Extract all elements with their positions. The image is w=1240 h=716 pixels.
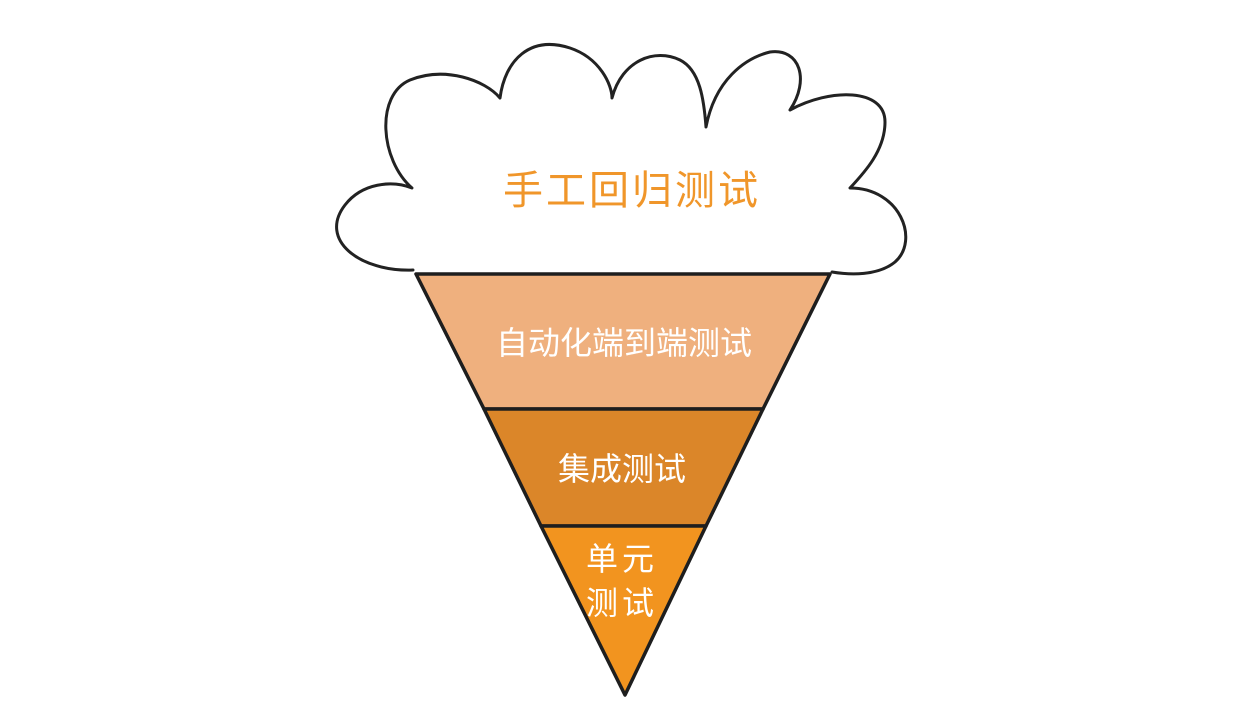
e2e-testing-label: 自动化端到端测试	[496, 324, 752, 362]
unit-testing-label-line1: 单元	[586, 540, 658, 578]
cloud-label: 手工回归测试	[503, 168, 761, 214]
unit-testing-label-line2: 测试	[586, 584, 658, 622]
integration-testing-label: 集成测试	[558, 450, 686, 488]
unit-testing-layer	[539, 524, 708, 697]
manual-testing-cloud	[335, 43, 908, 276]
